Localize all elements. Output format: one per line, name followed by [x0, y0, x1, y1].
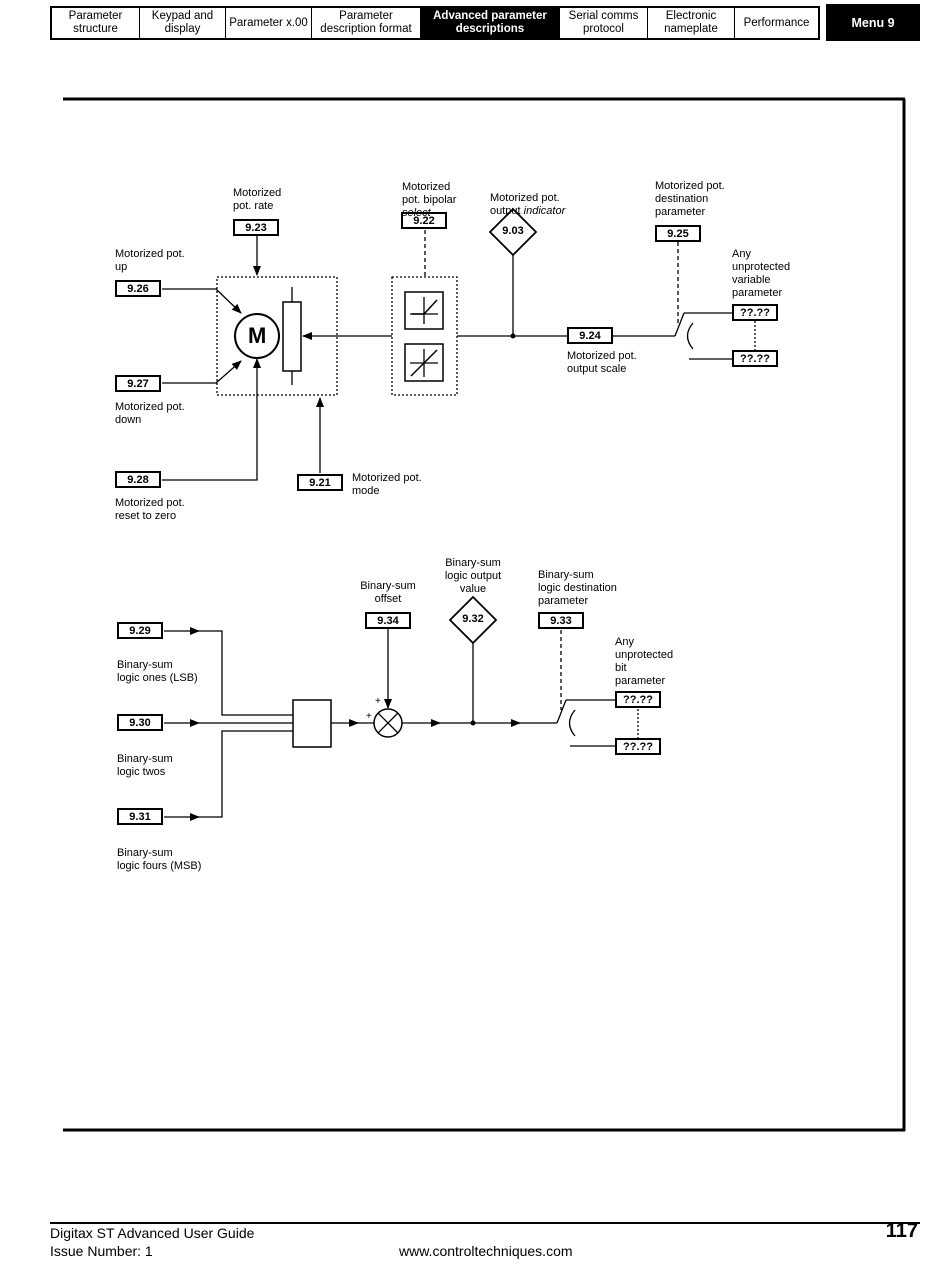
binary-sum-block [292, 699, 332, 748]
label-any-variable-parameter: Any unprotected variable parameter [732, 248, 791, 299]
plus-sign-input: + [366, 711, 372, 722]
label-pot-scale: Motorized pot. output scale [567, 350, 637, 375]
label-pot-output-indicator: indicator [523, 205, 566, 217]
label-pot-up: Motorized pot. up [115, 248, 185, 273]
footer-url[interactable]: www.controltechniques.com [399, 1243, 573, 1259]
label-pot-bipolar-select: select [402, 207, 431, 219]
potentiometer-symbol [282, 301, 302, 372]
plus-sign-offset: + [375, 696, 381, 707]
label-pot-bipolar-text: Motorized pot. bipolar [402, 181, 457, 206]
label-binary-ones: Binary-sum logic ones (LSB) [117, 659, 198, 684]
param-9-29[interactable]: 9.29 [117, 622, 163, 639]
param-9-31[interactable]: 9.31 [117, 808, 163, 825]
label-binary-fours: Binary-sum logic fours (MSB) [117, 847, 202, 872]
tab-advanced-parameter-descriptions[interactable]: Advanced parameter descriptions [421, 8, 560, 38]
diagram-frame [63, 97, 906, 1132]
page-number: 117 [885, 1220, 918, 1242]
tab-serial-comms-protocol[interactable]: Serial comms protocol [560, 8, 648, 38]
param-9-24[interactable]: 9.24 [567, 327, 613, 344]
tab-performance[interactable]: Performance [743, 16, 810, 29]
param-9-23[interactable]: 9.23 [233, 219, 279, 236]
param-9-21[interactable]: 9.21 [297, 474, 343, 491]
param-9-28[interactable]: 9.28 [115, 471, 161, 488]
bipolar-block [391, 276, 458, 396]
param-9-34[interactable]: 9.34 [365, 612, 411, 629]
label-binary-destination: Binary-sum logic destination parameter [538, 569, 617, 607]
param-9-03[interactable]: 9.03 [502, 225, 524, 237]
tab-parameter-x00[interactable]: Parameter x.00 [226, 8, 312, 38]
param-9-26[interactable]: 9.26 [115, 280, 161, 297]
param-9-32[interactable]: 9.32 [462, 613, 484, 625]
param-9-33[interactable]: 9.33 [538, 612, 584, 629]
label-pot-destination: Motorized pot. destination parameter [655, 180, 725, 218]
param-any-variable-1[interactable]: ??.?? [732, 304, 778, 321]
menu-badge: Menu 9 [826, 4, 920, 41]
tab-electronic-nameplate[interactable]: Electronic nameplate [648, 8, 735, 38]
motor-pot-block [216, 276, 338, 396]
tab-parameter-description-format[interactable]: Parameter description format [312, 8, 421, 38]
param-any-bit-2[interactable]: ??.?? [615, 738, 661, 755]
label-binary-offset: Binary-sum offset [360, 580, 416, 605]
param-9-22[interactable]: 9.22 [401, 212, 447, 229]
binary-output-diamond [448, 595, 498, 645]
footer-issue-number: Issue Number: 1 [50, 1243, 153, 1259]
param-any-variable-2[interactable]: ??.?? [732, 350, 778, 367]
label-any-bit-parameter: Any unprotected bit parameter [615, 636, 674, 687]
chapter-nav: Parameter structure Keypad and display P… [50, 6, 820, 40]
label-binary-output: Binary-sum logic output value [444, 557, 502, 595]
tab-parameter-structure[interactable]: Parameter structure [52, 8, 140, 38]
output-indicator-diamond [488, 207, 538, 257]
label-pot-output: Motorized pot. output indicator [490, 179, 565, 218]
label-pot-reset: Motorized pot. reset to zero [115, 497, 185, 522]
label-pot-down: Motorized pot. down [115, 401, 185, 426]
param-9-25[interactable]: 9.25 [655, 225, 701, 242]
param-any-bit-1[interactable]: ??.?? [615, 691, 661, 708]
param-9-30[interactable]: 9.30 [117, 714, 163, 731]
label-pot-output-text: Motorized pot. output [490, 192, 560, 217]
motor-letter: M [248, 323, 267, 348]
label-pot-rate: Motorized pot. rate [233, 187, 282, 212]
label-binary-twos: Binary-sum logic twos [117, 753, 173, 778]
tab-keypad-and-display[interactable]: Keypad and display [140, 8, 226, 38]
footer-guide-title: Digitax ST Advanced User Guide [50, 1225, 255, 1241]
label-pot-mode: Motorized pot. mode [352, 472, 422, 497]
footer-divider [50, 1222, 920, 1224]
param-9-27[interactable]: 9.27 [115, 375, 161, 392]
